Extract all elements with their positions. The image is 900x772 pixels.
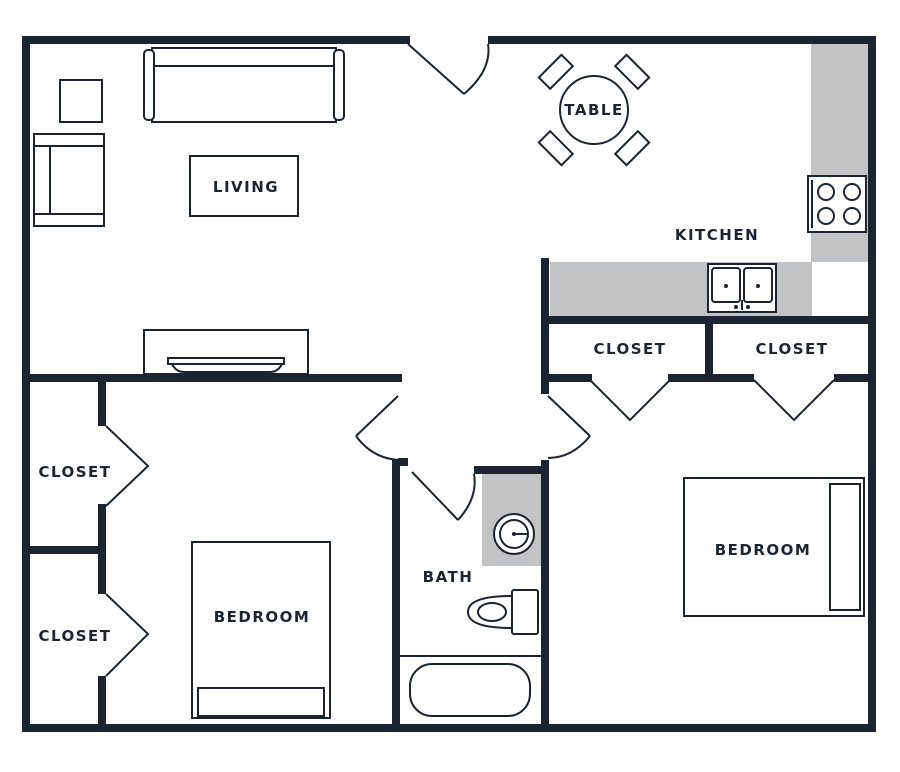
- sofa: [143, 47, 345, 123]
- kitchen-sink: [707, 263, 777, 313]
- coffee-table: [189, 155, 299, 217]
- bath-sink: [493, 513, 535, 555]
- bed-right: [683, 477, 865, 617]
- toilet: [466, 589, 539, 635]
- label-closet-kitchen-left: CLOSET: [593, 340, 666, 358]
- label-table: TABLE: [564, 101, 623, 119]
- label-bedroom-left: BEDROOM: [214, 608, 311, 626]
- bed-left: [191, 541, 331, 719]
- label-closet-left-bottom: CLOSET: [38, 627, 111, 645]
- side-table: [59, 79, 103, 123]
- doors: [105, 43, 835, 677]
- living-furniture: [33, 47, 345, 375]
- closet-door-kitchen-right: [753, 379, 835, 422]
- closet-door-kitchen-left: [589, 379, 671, 422]
- label-closet-kitchen-right: CLOSET: [755, 340, 828, 358]
- armchair: [33, 133, 105, 227]
- label-living: LIVING: [213, 178, 279, 196]
- label-closet-left-top: CLOSET: [38, 463, 111, 481]
- chair-right: [613, 129, 651, 167]
- chair-left: [537, 53, 575, 91]
- label-bedroom-right: BEDROOM: [715, 541, 812, 559]
- closet-door-left-top: [105, 425, 150, 507]
- entry-door: [407, 43, 490, 95]
- closet-door-left-bottom: [105, 593, 150, 677]
- bath-door: [411, 471, 476, 521]
- stove: [807, 175, 867, 233]
- label-kitchen: KITCHEN: [675, 226, 759, 244]
- bedroom-right-door: [547, 395, 591, 459]
- bathtub: [400, 655, 541, 717]
- dining-table: [537, 53, 651, 167]
- chair-bottom: [537, 129, 575, 167]
- tv-console: [143, 329, 309, 375]
- bedroom-left-door: [355, 395, 399, 461]
- walls: [22, 36, 876, 732]
- label-bath: BATH: [423, 568, 474, 586]
- chair-top: [613, 53, 651, 91]
